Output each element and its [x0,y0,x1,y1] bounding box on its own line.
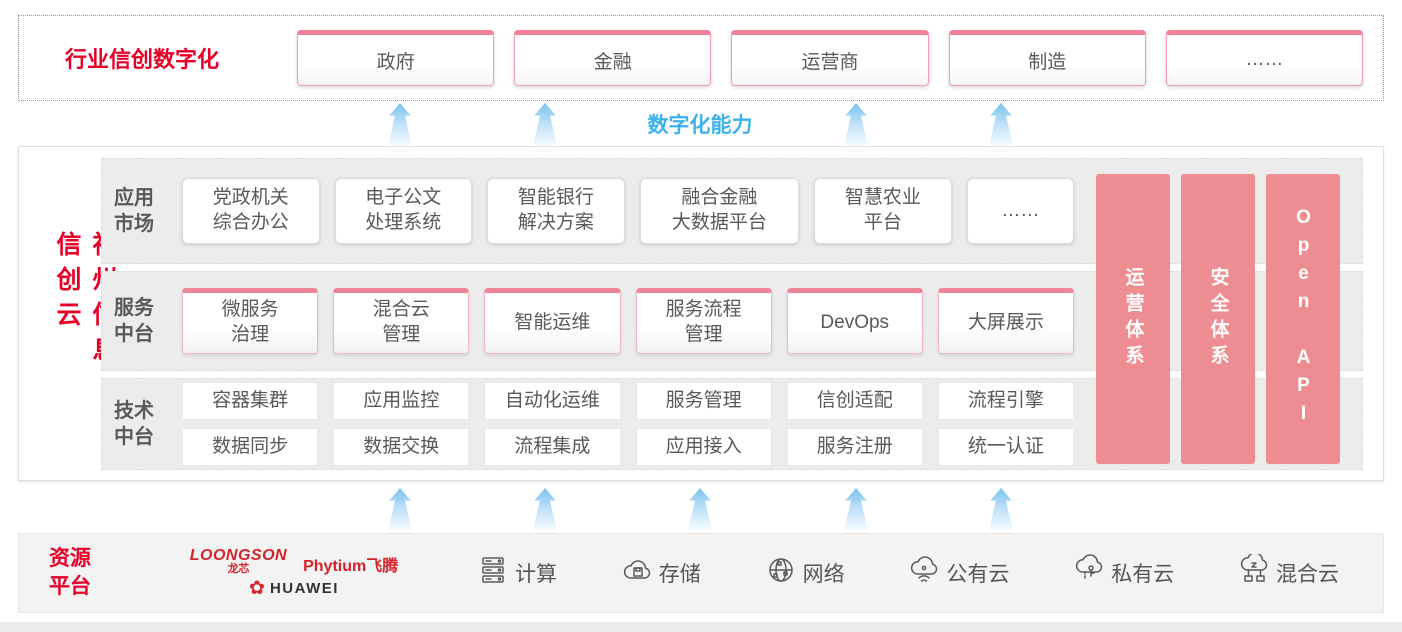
resource-platform-title: 资源 平台 [49,546,91,598]
private-cloud-icon [1073,554,1105,592]
resource-item: 计算 [477,554,557,592]
tech-items-bottom: 数据同步数据交换流程集成应用接入服务注册统一认证 [182,428,1074,466]
up-arrow-icon [533,488,557,530]
service-box: 大屏展示 [937,288,1074,354]
up-arrow-icon [688,488,712,530]
tech-items-stack: 容器集群应用监控自动化运维服务管理信创适配流程引擎 数据同步数据交换流程集成应用… [182,382,1074,466]
public-cloud-icon [908,554,940,592]
tech-box: 应用监控 [333,382,470,420]
resource-list: 计算 存储 网络 公有云 私有云 混合云 [419,552,1383,592]
industry-band: 行业信创数字化 政府金融运营商制造 …… [18,15,1384,101]
tech-box: 流程集成 [484,428,621,466]
loongson-logo: LOONGSON 龙芯 [189,547,288,575]
app-market-box: 智慧农业 平台 [814,178,952,244]
resource-item: 存储 [621,554,701,592]
industry-band-title: 行业信创数字化 [65,47,220,72]
tech-box: 信创适配 [786,382,923,420]
resource-arrow-band [0,481,1402,533]
service-box: DevOps [786,288,923,354]
tech-box: 流程引擎 [937,382,1074,420]
app-market-box: 电子公文 处理系统 [334,178,473,244]
app-market-items: 党政机关 综合办公电子公文 处理系统智能银行 解决方案融合金融 大数据平台智慧农… [182,178,1074,244]
vendor-logos: LOONGSON 龙芯 Phytium飞腾 ✿ HUAWEI [169,548,419,599]
side-bar: Open API [1266,174,1340,464]
row-label: 服务 中台 [114,297,154,345]
app-market-box: …… [966,178,1074,244]
industry-box: 制造 [948,30,1146,86]
tech-box: 数据交换 [333,428,470,466]
tech-box: 服务注册 [786,428,923,466]
app-market-box: 融合金融 大数据平台 [639,178,800,244]
side-bar: 运营体系 [1096,174,1170,464]
up-arrow-icon [844,488,868,530]
tech-box: 服务管理 [635,382,772,420]
app-market-box: 智能银行 解决方案 [487,178,625,244]
resource-item: 混合云 [1238,552,1339,592]
tech-box: 自动化运维 [484,382,621,420]
service-box: 智能运维 [484,288,621,354]
phytium-logo: Phytium飞腾 [303,558,399,575]
service-box: 微服务 治理 [182,288,319,354]
up-arrow-icon [989,488,1013,530]
industry-box: 运营商 [731,30,929,86]
server-icon [477,554,509,592]
up-arrow-icon [989,103,1013,145]
up-arrow-icon [388,103,412,145]
tech-box: 容器集群 [182,382,319,420]
storage-icon [621,554,653,592]
vendor-row: LOONGSON 龙芯 Phytium飞腾 [190,548,398,576]
up-arrow-icon [388,488,412,530]
huawei-logo: ✿ HUAWEI [249,578,339,599]
industry-list: 政府金融运营商制造 …… [297,30,1383,86]
tech-items-top: 容器集群应用监控自动化运维服务管理信创适配流程引擎 [182,382,1074,420]
network-icon [765,554,797,592]
service-box: 服务流程 管理 [635,288,772,354]
resource-item: 公有云 [908,554,1009,592]
industry-box: …… [1165,30,1363,86]
app-market-box: 党政机关 综合办公 [182,178,320,244]
huawei-flower-icon: ✿ [249,578,265,599]
tech-box: 数据同步 [182,428,319,466]
tech-box: 统一认证 [937,428,1074,466]
industry-box: 金融 [514,30,712,86]
hybrid-cloud-icon [1238,552,1270,592]
side-bar: 安全体系 [1181,174,1255,464]
up-arrow-icon [533,103,557,145]
industry-box: 政府 [297,30,495,86]
capability-arrow-band: 数字化能力 [0,100,1402,146]
bottom-divider-strip [0,622,1402,632]
resource-item: 网络 [765,554,845,592]
row-label: 应用 市场 [114,187,154,235]
capability-label: 数字化能力 [647,114,753,137]
row-label: 技术 中台 [114,400,154,448]
service-box: 混合云 管理 [333,288,470,354]
tech-box: 应用接入 [635,428,772,466]
up-arrow-icon [844,103,868,145]
resource-item: 私有云 [1073,554,1174,592]
resource-platform-panel: 资源 平台 LOONGSON 龙芯 Phytium飞腾 ✿ HUAWEI 计算 [18,533,1384,613]
